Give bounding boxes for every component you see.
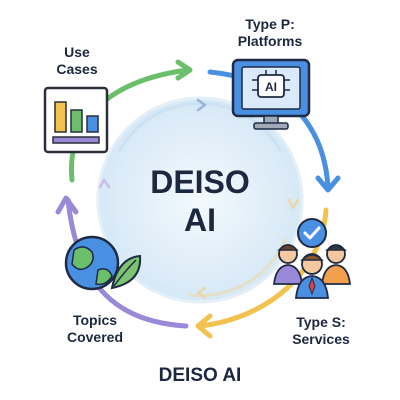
arc-purple [65,197,189,329]
ai-monitor-icon: AI [231,58,311,130]
inner-arrow-top [196,98,207,112]
center-title: DEISO AI [150,164,250,238]
inner-arrow-bottom [196,286,207,300]
check-badge-icon [297,218,327,248]
inner-arrow-left [98,178,111,189]
footer-title: DEISO AI [158,365,242,386]
platforms-label: Type P: Platforms [237,16,303,49]
arrow-blue-head [315,175,341,193]
services-label: Type S: Services [292,314,350,347]
people-group-icon [272,218,352,299]
bar-chart-icon [43,86,109,154]
arrow-yellow-head [195,313,213,339]
center-circle [98,98,302,302]
inner-arrow-right [287,198,300,210]
globe-leaf-icon [64,235,142,291]
use-cases-label: Use Cases [56,44,98,77]
arrow-purple-head [55,195,79,215]
center-ring [96,96,304,304]
topics-label: Topics Covered [66,312,124,345]
ai-chip-text: AI [265,80,277,94]
arrow-green-head [175,59,193,81]
